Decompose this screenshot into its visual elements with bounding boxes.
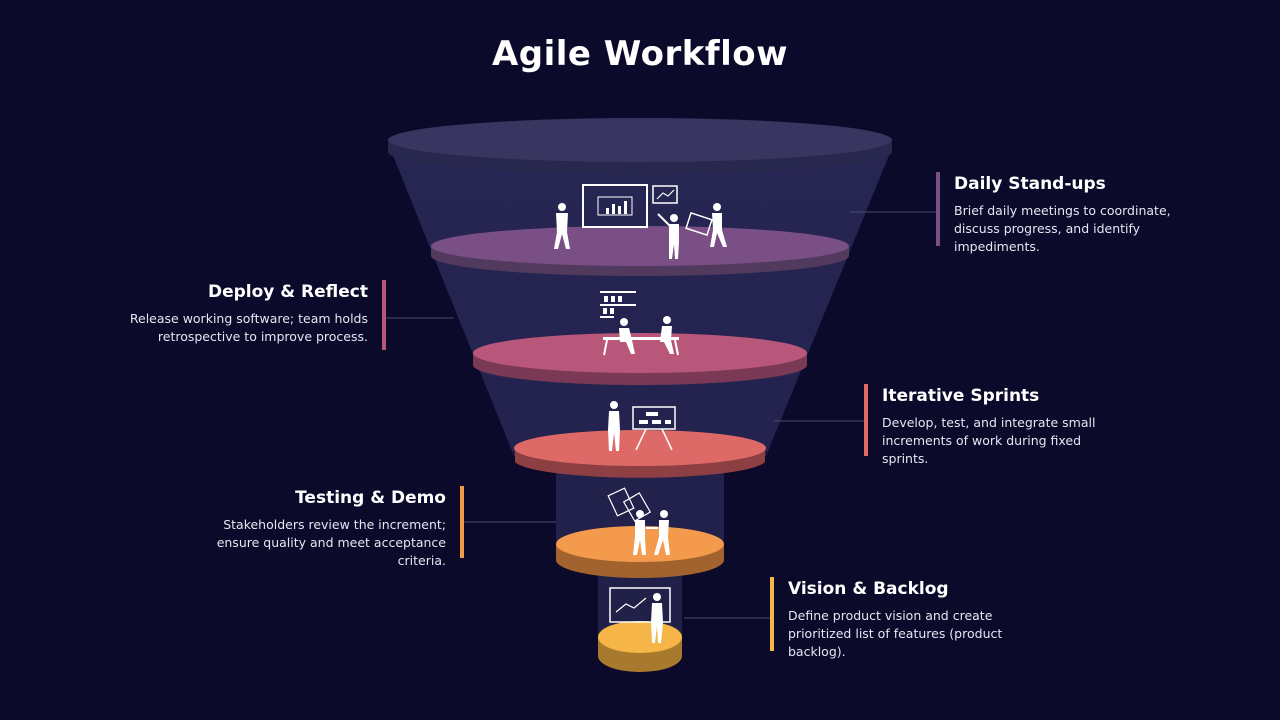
stage-daily-description: Brief daily meetings to coordinate, disc…: [954, 203, 1171, 254]
stage-vision: Vision & Backlog Define product vision a…: [770, 577, 1033, 661]
stage-vision-title: Vision & Backlog: [788, 579, 949, 599]
disc-sprints: [514, 430, 766, 478]
funnel-rim: [388, 118, 892, 174]
stage-sprints-accent-bar: [864, 384, 868, 456]
stage-testing-title: Testing & Demo: [295, 488, 446, 508]
stage-testing-description: Stakeholders review the increment; ensur…: [216, 517, 446, 568]
vision-illustration: [609, 587, 671, 643]
sprints-illustration: [608, 401, 676, 451]
stage-deploy: Deploy & Reflect Release working softwar…: [108, 280, 386, 350]
stage-daily: Daily Stand-ups Brief daily meetings to …: [936, 172, 1204, 256]
stage-daily-title: Daily Stand-ups: [954, 174, 1106, 194]
stage-testing-accent-bar: [460, 486, 464, 558]
disc-deploy: [473, 333, 807, 385]
standup-illustration: [554, 184, 727, 259]
stage-daily-accent-bar: [936, 172, 940, 246]
stage-sprints-title: Iterative Sprints: [882, 386, 1040, 406]
disc-vision: [598, 621, 682, 672]
disc-testing: [556, 526, 724, 578]
stage-vision-accent-bar: [770, 577, 774, 651]
stage-deploy-description: Release working software; team holds ret…: [129, 311, 368, 344]
stage-sprints-description: Develop, test, and integrate small incre…: [882, 415, 1096, 466]
page-title: Agile Workflow: [491, 34, 789, 74]
stage-testing: Testing & Demo Stakeholders review the i…: [188, 486, 464, 570]
disc-daily: [431, 226, 849, 276]
deploy-illustration: [600, 291, 679, 356]
stage-vision-description: Define product vision and create priorit…: [788, 608, 1003, 659]
stage-deploy-title: Deploy & Reflect: [207, 282, 368, 302]
stage-sprints: Iterative Sprints Develop, test, and int…: [864, 384, 1122, 468]
funnel-body-neck: [556, 456, 724, 548]
testing-illustration: [607, 487, 670, 555]
funnel-body-upper: [390, 148, 892, 456]
stage-deploy-accent-bar: [382, 280, 386, 350]
